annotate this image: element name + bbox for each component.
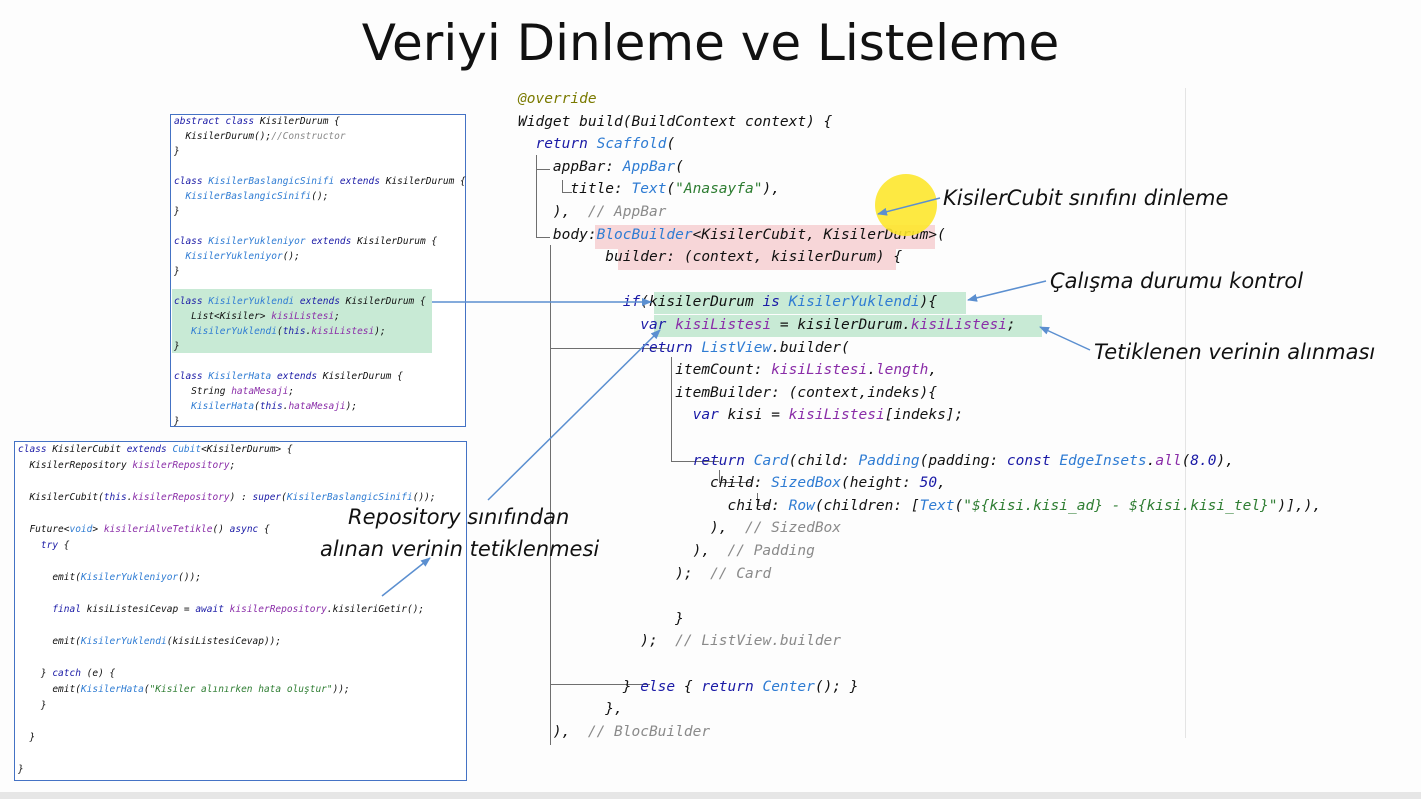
indent-guide (562, 180, 563, 192)
annotation-alinmasi: Tetiklenen verinin alınması (1094, 340, 1376, 364)
build-code-line: builder: (context, kisilerDurum) { (518, 249, 903, 266)
build-code-line: ); // ListView.builder (518, 633, 842, 650)
build-code-line: }, (518, 701, 623, 718)
build-code-line: appBar: AppBar( (518, 158, 684, 175)
cubit-code-line: KisilerRepository kisilerRepository; (18, 460, 236, 471)
pointer-highlight (875, 174, 937, 236)
durum-code-line: } (174, 146, 180, 157)
build-code-line: body:BlocBuilder<KisilerCubit, KisilerDu… (518, 226, 946, 243)
build-code-line: ), // Padding (518, 543, 815, 559)
var-highlight (654, 315, 1042, 337)
durum-code-line: } (174, 416, 180, 427)
cubit-code-line: KisilerCubit(this.kisilerRepository) : s… (18, 492, 436, 503)
build-code-line: ), // SizedBox (518, 520, 842, 537)
build-code-line: @override (518, 91, 597, 107)
indent-guide (536, 237, 550, 238)
build-code-line: return ListView.builder( (640, 339, 850, 356)
build-code-line: itemCount: kisiListesi.length, (518, 362, 938, 379)
build-code-line: ), // BlocBuilder (518, 723, 711, 740)
cubit-code-line: emit(KisilerYukleniyor()); (18, 572, 202, 583)
cubit-code-line: final kisiListesiCevap = await kisilerRe… (52, 604, 425, 615)
indent-guide (671, 357, 672, 461)
arrow-repo-to-emit (381, 557, 431, 597)
build-code-line: Widget build(BuildContext context) { (518, 113, 833, 130)
build-code-line: itemBuilder: (context,indeks){ (518, 384, 938, 401)
durum-code-line: class KisilerHata extends KisilerDurum { (174, 371, 403, 382)
build-code-line: var kisi = kisiListesi[indeks]; (692, 407, 964, 424)
cubit-code-line: } catch (e) { (18, 668, 116, 679)
durum-code-line: class KisilerYuklendi extends KisilerDur… (174, 296, 426, 307)
indent-guide (550, 684, 650, 685)
durum-code-line: } (174, 266, 180, 277)
cubit-code-line: try { (40, 540, 70, 551)
build-code-line: } (518, 610, 684, 627)
annotation-kontrol: Çalışma durumu kontrol (1050, 269, 1304, 293)
annotation-repo-line1: Repository sınıfından (348, 505, 570, 529)
build-code-line: title: Text("Anasayfa"), (518, 181, 780, 198)
durum-code-line: List<Kisiler> kisiListesi; (174, 311, 340, 322)
indent-guide (550, 245, 551, 745)
indent-guide (536, 155, 537, 238)
annotation-dinleme: KisilerCubit sınıfını dinleme (943, 186, 1229, 210)
indent-guide (536, 169, 550, 170)
build-code-line: ), // AppBar (518, 204, 667, 220)
build-code-line: child: Row(children: [Text("${kisi.kisi_… (518, 497, 1322, 514)
build-code-line: } else { return Center(); } (518, 678, 859, 695)
builder-highlight (618, 248, 896, 270)
durum-code-line: abstract class KisilerDurum { (174, 116, 340, 127)
durum-code-line: KisilerDurum();//Constructor (174, 131, 346, 142)
cubit-code-line: } (18, 700, 47, 711)
arrow-kontrol (967, 280, 1047, 302)
indent-guide (562, 192, 572, 193)
cubit-code-line: } (18, 732, 36, 743)
build-code-line: if(kisilerDurum is KisilerYuklendi){ (622, 294, 938, 311)
arrow-alinmasi (1039, 326, 1091, 351)
indent-guide (550, 348, 668, 349)
durum-code-line: KisilerYukleniyor(); (185, 251, 300, 262)
durum-code-line: class KisilerYukleniyor extends KisilerD… (174, 236, 438, 247)
annotation-repo-line2: alınan verinin tetiklenmesi (320, 537, 600, 561)
cubit-code-line: } (18, 764, 24, 775)
build-code-line: return Scaffold( (535, 136, 676, 153)
durum-code-line: KisilerBaslangicSinifi(); (185, 191, 329, 202)
if-highlight (654, 292, 966, 314)
indent-guide (719, 470, 720, 482)
build-code-line: ); // Card (518, 565, 772, 582)
arrow-dinleme (877, 197, 941, 216)
cubit-class-box (14, 441, 467, 781)
indent-guide (757, 505, 769, 506)
yuklendi-highlight (172, 289, 432, 353)
cubit-code-line: class KisilerCubit extends Cubit<Kisiler… (18, 444, 293, 455)
build-code-line: var kisiListesi = kisilerDurum.kisiListe… (640, 317, 1016, 333)
arrow-repo-to-var (487, 329, 661, 501)
durum-code-line: String hataMesaji; (174, 386, 295, 397)
blocbuilder-highlight (595, 225, 935, 249)
indent-guide (671, 461, 719, 462)
code-panel-divider (1185, 88, 1186, 738)
durum-code-line: } (174, 206, 180, 217)
durum-classes-box (170, 114, 466, 427)
durum-code-line: KisilerHata(this.hataMesaji); (191, 401, 358, 412)
slide-title: Veriyi Dinleme ve Listeleme (361, 14, 1060, 72)
indent-guide (757, 493, 758, 505)
indent-guide (719, 482, 751, 483)
bottom-bar (0, 792, 1421, 799)
durum-code-line: } (174, 341, 180, 352)
cubit-code-line: Future<void> kisileriAlveTetikle() async… (18, 524, 270, 535)
cubit-code-line: emit(KisilerYuklendi(kisiListesiCevap)); (18, 636, 282, 647)
durum-code-line: KisilerYuklendi(this.kisiListesi); (191, 326, 386, 337)
cubit-code-line: emit(KisilerHata("Kisiler alınırken hata… (18, 684, 350, 695)
build-code-line: child: SizedBox(height: 50, (518, 475, 946, 492)
build-code-line: return Card(child: Padding(padding: cons… (692, 452, 1234, 469)
durum-code-line: class KisilerBaslangicSinifi extends Kis… (174, 176, 466, 187)
